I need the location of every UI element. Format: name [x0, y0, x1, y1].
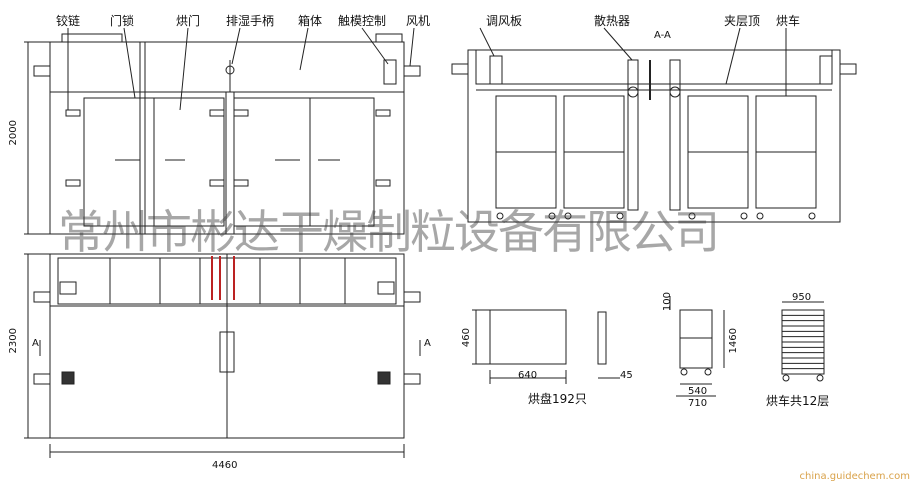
- fan-motor-right: [403, 65, 421, 77]
- tray-side: [597, 311, 607, 365]
- dim-cart-width: 950: [792, 292, 812, 303]
- top-bracket-right: [375, 33, 403, 43]
- radiator-left: [627, 59, 639, 211]
- label-radiator: 散热器: [594, 14, 631, 28]
- dim-tray-width: 640: [518, 370, 538, 381]
- plan-view: [24, 253, 421, 458]
- cart-right: [687, 95, 817, 209]
- control-box: [219, 331, 235, 373]
- section-mark-right: A: [424, 338, 431, 349]
- label-door-lock: 门锁: [110, 14, 135, 28]
- section-fan-right: [839, 63, 857, 75]
- section-fan-left: [451, 63, 469, 75]
- label-interlayer-top: 夹层顶: [724, 14, 761, 28]
- label-cabinet: 箱体: [298, 14, 323, 28]
- dim-cart-inner: 540: [688, 386, 708, 397]
- dim-tray-thick: 45: [620, 370, 633, 381]
- radiator-right: [669, 59, 681, 211]
- section-mark-left: A: [32, 338, 39, 349]
- label-section-aa: A-A: [654, 30, 671, 41]
- label-humidity-handle: 排湿手柄: [226, 14, 275, 28]
- corner-block-right: [377, 371, 391, 385]
- label-hinge: 铰链: [56, 14, 81, 28]
- touch-control-panel: [383, 59, 397, 85]
- cart-wheels: [496, 212, 816, 220]
- dim-cart-height: 1460: [728, 328, 739, 354]
- tray-caption: 烘盘192只: [528, 392, 587, 406]
- cart-front-detail: [781, 301, 825, 382]
- dim-height-2000: 2000: [8, 120, 19, 146]
- cart-left: [495, 95, 625, 209]
- company-watermark: 常州市彬达干燥制粒设备有限公司: [58, 205, 720, 259]
- dim-width-4460: 4460: [212, 460, 238, 471]
- top-bracket-left: [61, 33, 123, 43]
- label-drying-cart: 烘车: [776, 14, 801, 28]
- tray-detail: [472, 309, 620, 384]
- fan-motor-left: [33, 65, 51, 77]
- dim-cart-outer: 710: [688, 398, 708, 409]
- dim-tray-height: 460: [461, 328, 472, 348]
- tray-outline: [489, 309, 567, 365]
- section-view: [451, 27, 857, 223]
- label-damper: 调风板: [486, 14, 523, 28]
- dim-cart-top: 100: [662, 292, 673, 312]
- dim-depth-2300: 2300: [8, 328, 19, 354]
- cart-caption: 烘车共12层: [766, 394, 830, 408]
- front-view: [24, 27, 421, 235]
- cart-side-detail: [669, 296, 725, 397]
- hinge-top-left: [65, 109, 81, 117]
- cart-side-outline: [679, 309, 713, 369]
- site-watermark: china.guidechem.com: [799, 471, 911, 482]
- label-fan: 风机: [406, 14, 431, 28]
- label-touch-control: 触模控制: [338, 14, 387, 28]
- top-plenum: [475, 49, 833, 85]
- label-drying-door: 烘门: [176, 14, 201, 28]
- corner-block-left: [61, 371, 75, 385]
- hinge-bottom-left: [65, 179, 81, 187]
